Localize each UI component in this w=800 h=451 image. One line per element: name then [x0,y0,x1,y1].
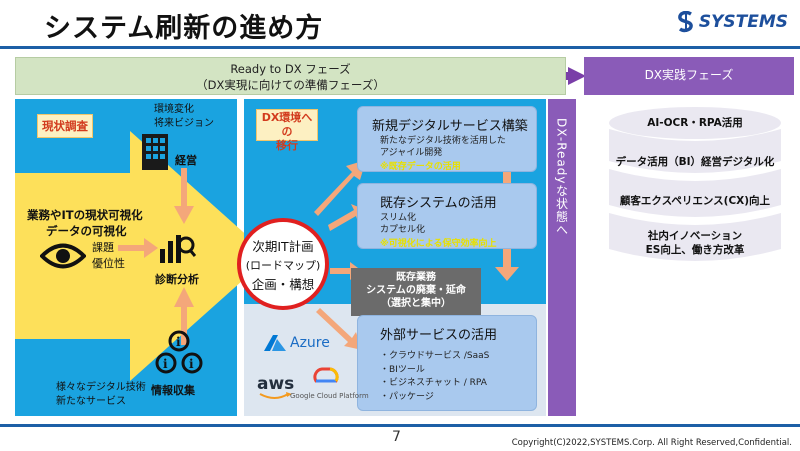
company-logo: SYSTEMS [676,11,788,33]
visualize-line1: 業務やITの現状可視化 [27,208,143,222]
plan-line3: 企画・構想 [251,277,315,292]
existing-system-card: 既存システムの活用 スリム化 カプセル化 ※可視化による保守効率向上 [357,183,537,249]
aws-smile-icon [259,392,292,399]
card3-item: ・BIツール [380,364,425,375]
card1-sub1: 新たなデジタル技術を活用した [380,136,506,146]
visualize-line2: データの可視化 [46,224,127,238]
page-number: 7 [392,429,401,445]
issues-label: 課題 [92,241,114,254]
existing-line1: 既存業務 [396,272,436,283]
existing-business-box: 既存業務 システムの廃棄・延命 （選択と集中） [351,268,481,316]
ready-phase-subtitle: （DX実現に向けての準備フェーズ） [196,78,385,92]
logo-text: SYSTEMS [698,12,788,32]
existing-line3: （選択と集中） [381,298,451,309]
building-icon [142,134,168,170]
database-background-icon [609,107,781,261]
card3-title: 外部サービスの活用 [380,328,498,343]
eye-icon [40,243,86,269]
page-title: システム刷新の進め方 [44,13,324,44]
plan-line1: 次期IT計画 [252,239,314,254]
svg-text:i: i [176,335,181,349]
environment-change-text: 環境変化 将来ビジョン [154,103,214,131]
existing-line2: システムの廃棄・延命 [366,285,466,296]
env-change-label: 環境変化 [154,104,194,115]
card1-note: ※既存データの活用 [380,162,461,172]
svg-text:i: i [189,357,194,371]
card1-title: 新規デジタルサービス構築 [372,119,528,134]
new-digital-service-card: 新規デジタルサービス構築 新たなデジタル技術を活用した アジャイル開発 ※既存デ… [357,106,537,172]
footer-divider [0,424,800,427]
analysis-chart-icon [160,235,196,263]
card3-item: ・ビジネスチャット / RPA [380,378,487,388]
down-arrow-icon [174,168,194,224]
dx-ready-label: DX-Readyな状態へ [554,118,569,237]
azure-logo: Azure [264,335,330,351]
diagnosis-label: 診断分析 [155,273,199,286]
dx-ready-bar [548,99,576,416]
right-item: 顧客エクスペリエンス(CX)向上 [619,195,771,207]
info-collect-label: 情報収集 [151,384,195,397]
title-divider [0,46,800,49]
tech-text: 様々なデジタル技術 新たなサービス [56,381,146,409]
big-yellow-arrow [15,131,270,381]
card3-item: ・クラウドサービス /SaaS [380,351,490,361]
right-item: データ活用（BI）経営デジタル化 [615,156,775,168]
aws-logo: aws [257,374,295,394]
dx-practice-phase-bar: DX実践フェーズ [584,57,794,95]
left-right-arrow-icon [118,238,158,258]
up-arrow-icon [174,287,194,345]
current-survey-tag: 現状調査 [37,114,93,138]
gcp-icon [313,367,339,383]
card2-sub2: カプセル化 [380,225,426,235]
card3-list: ・クラウドサービス /SaaS ・BIツール ・ビジネスチャット / RPA ・… [380,350,489,404]
phase-arrow-icon [568,67,586,85]
right-item: 社内イノベーション [647,230,743,242]
migration-tag-line1: DX環境への [261,111,313,138]
card2-title: 既存システムの活用 [380,196,497,211]
external-service-card: 外部サービスの活用 ・クラウドサービス /SaaS ・BIツール ・ビジネスチャ… [357,315,537,411]
card3-item: ・パッケージ [380,391,434,402]
right-item: AI-OCR・RPA活用 [647,117,743,129]
dx-migration-tag: DX環境への 移行 [256,109,318,152]
azure-icon [264,335,286,351]
card2-note: ※可視化による保守効率向上 [380,239,497,249]
ready-phase-title: Ready to DX フェーズ [230,62,351,76]
issues-text: 課題 優位性 [92,240,125,272]
tech-line2: 新たなサービス [56,396,126,407]
azure-text: Azure [290,335,330,351]
migration-tag-line2: 移行 [276,139,298,152]
management-label: 経営 [175,154,197,167]
copyright-text: Copyright(C)2022,SYSTEMS.Corp. All Right… [511,438,792,448]
right-item: ES向上、働き方改革 [645,244,745,256]
svg-text:i: i [163,357,168,371]
card1-sub2: アジャイル開発 [380,148,443,158]
tech-line1: 様々なデジタル技術 [56,382,146,393]
ready-to-dx-phase-bar: Ready to DX フェーズ （DX実現に向けての準備フェーズ） [15,57,566,95]
gcp-text: Google Cloud Platform [290,392,369,400]
advantage-label: 優位性 [92,257,125,270]
future-vision-label: 将来ビジョン [154,118,214,129]
it-plan-circle: 次期IT計画 (ロードマップ) 企画・構想 [237,218,329,310]
card2-sub1: スリム化 [380,213,417,223]
plan-flow-arrows [314,160,366,350]
systems-logo-icon [678,11,693,33]
plan-line2: (ロードマップ) [245,259,321,272]
